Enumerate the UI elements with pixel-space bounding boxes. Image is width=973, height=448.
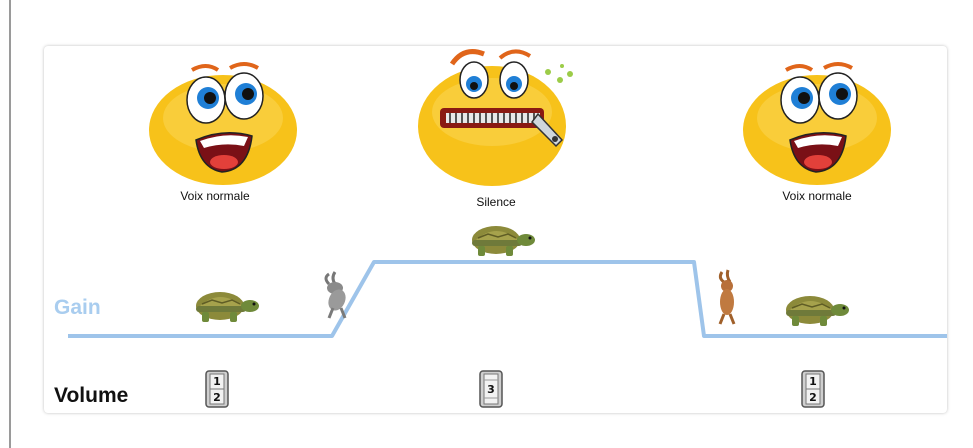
volume-knob-value-top: 1 [205,376,229,387]
gain-label: Gain [54,296,101,320]
volume-knob-value-bottom: 2 [205,392,229,403]
tortoise-icon [466,224,536,260]
tortoise-icon [190,290,260,326]
volume-knob-value-top: 3 [479,384,503,395]
hare-icon [712,268,742,326]
hare-icon [319,270,353,320]
volume-knob-value-bottom: 2 [801,392,825,403]
volume-knob-middle: 3 [479,370,503,408]
tortoise-icon [780,294,850,330]
volume-knob-value-top: 1 [801,376,825,387]
left-border-rule [9,0,11,448]
volume-knob-left: 1 2 [205,370,229,408]
volume-knob-right: 1 2 [801,370,825,408]
diagram-card: Voix normale Silence Voix normale Gain V… [44,46,947,413]
volume-label: Volume [54,384,128,408]
